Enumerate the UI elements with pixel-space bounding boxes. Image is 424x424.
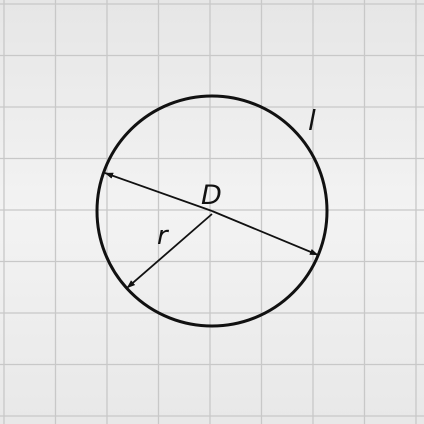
circle-outline [95,94,329,328]
diameter-left-arrow [104,172,213,212]
radius-arrow [126,213,213,289]
circumference-label: l [308,104,316,137]
center-label: D [201,180,222,211]
diameter-right-arrow [211,210,319,256]
radius-label: r [157,221,170,251]
